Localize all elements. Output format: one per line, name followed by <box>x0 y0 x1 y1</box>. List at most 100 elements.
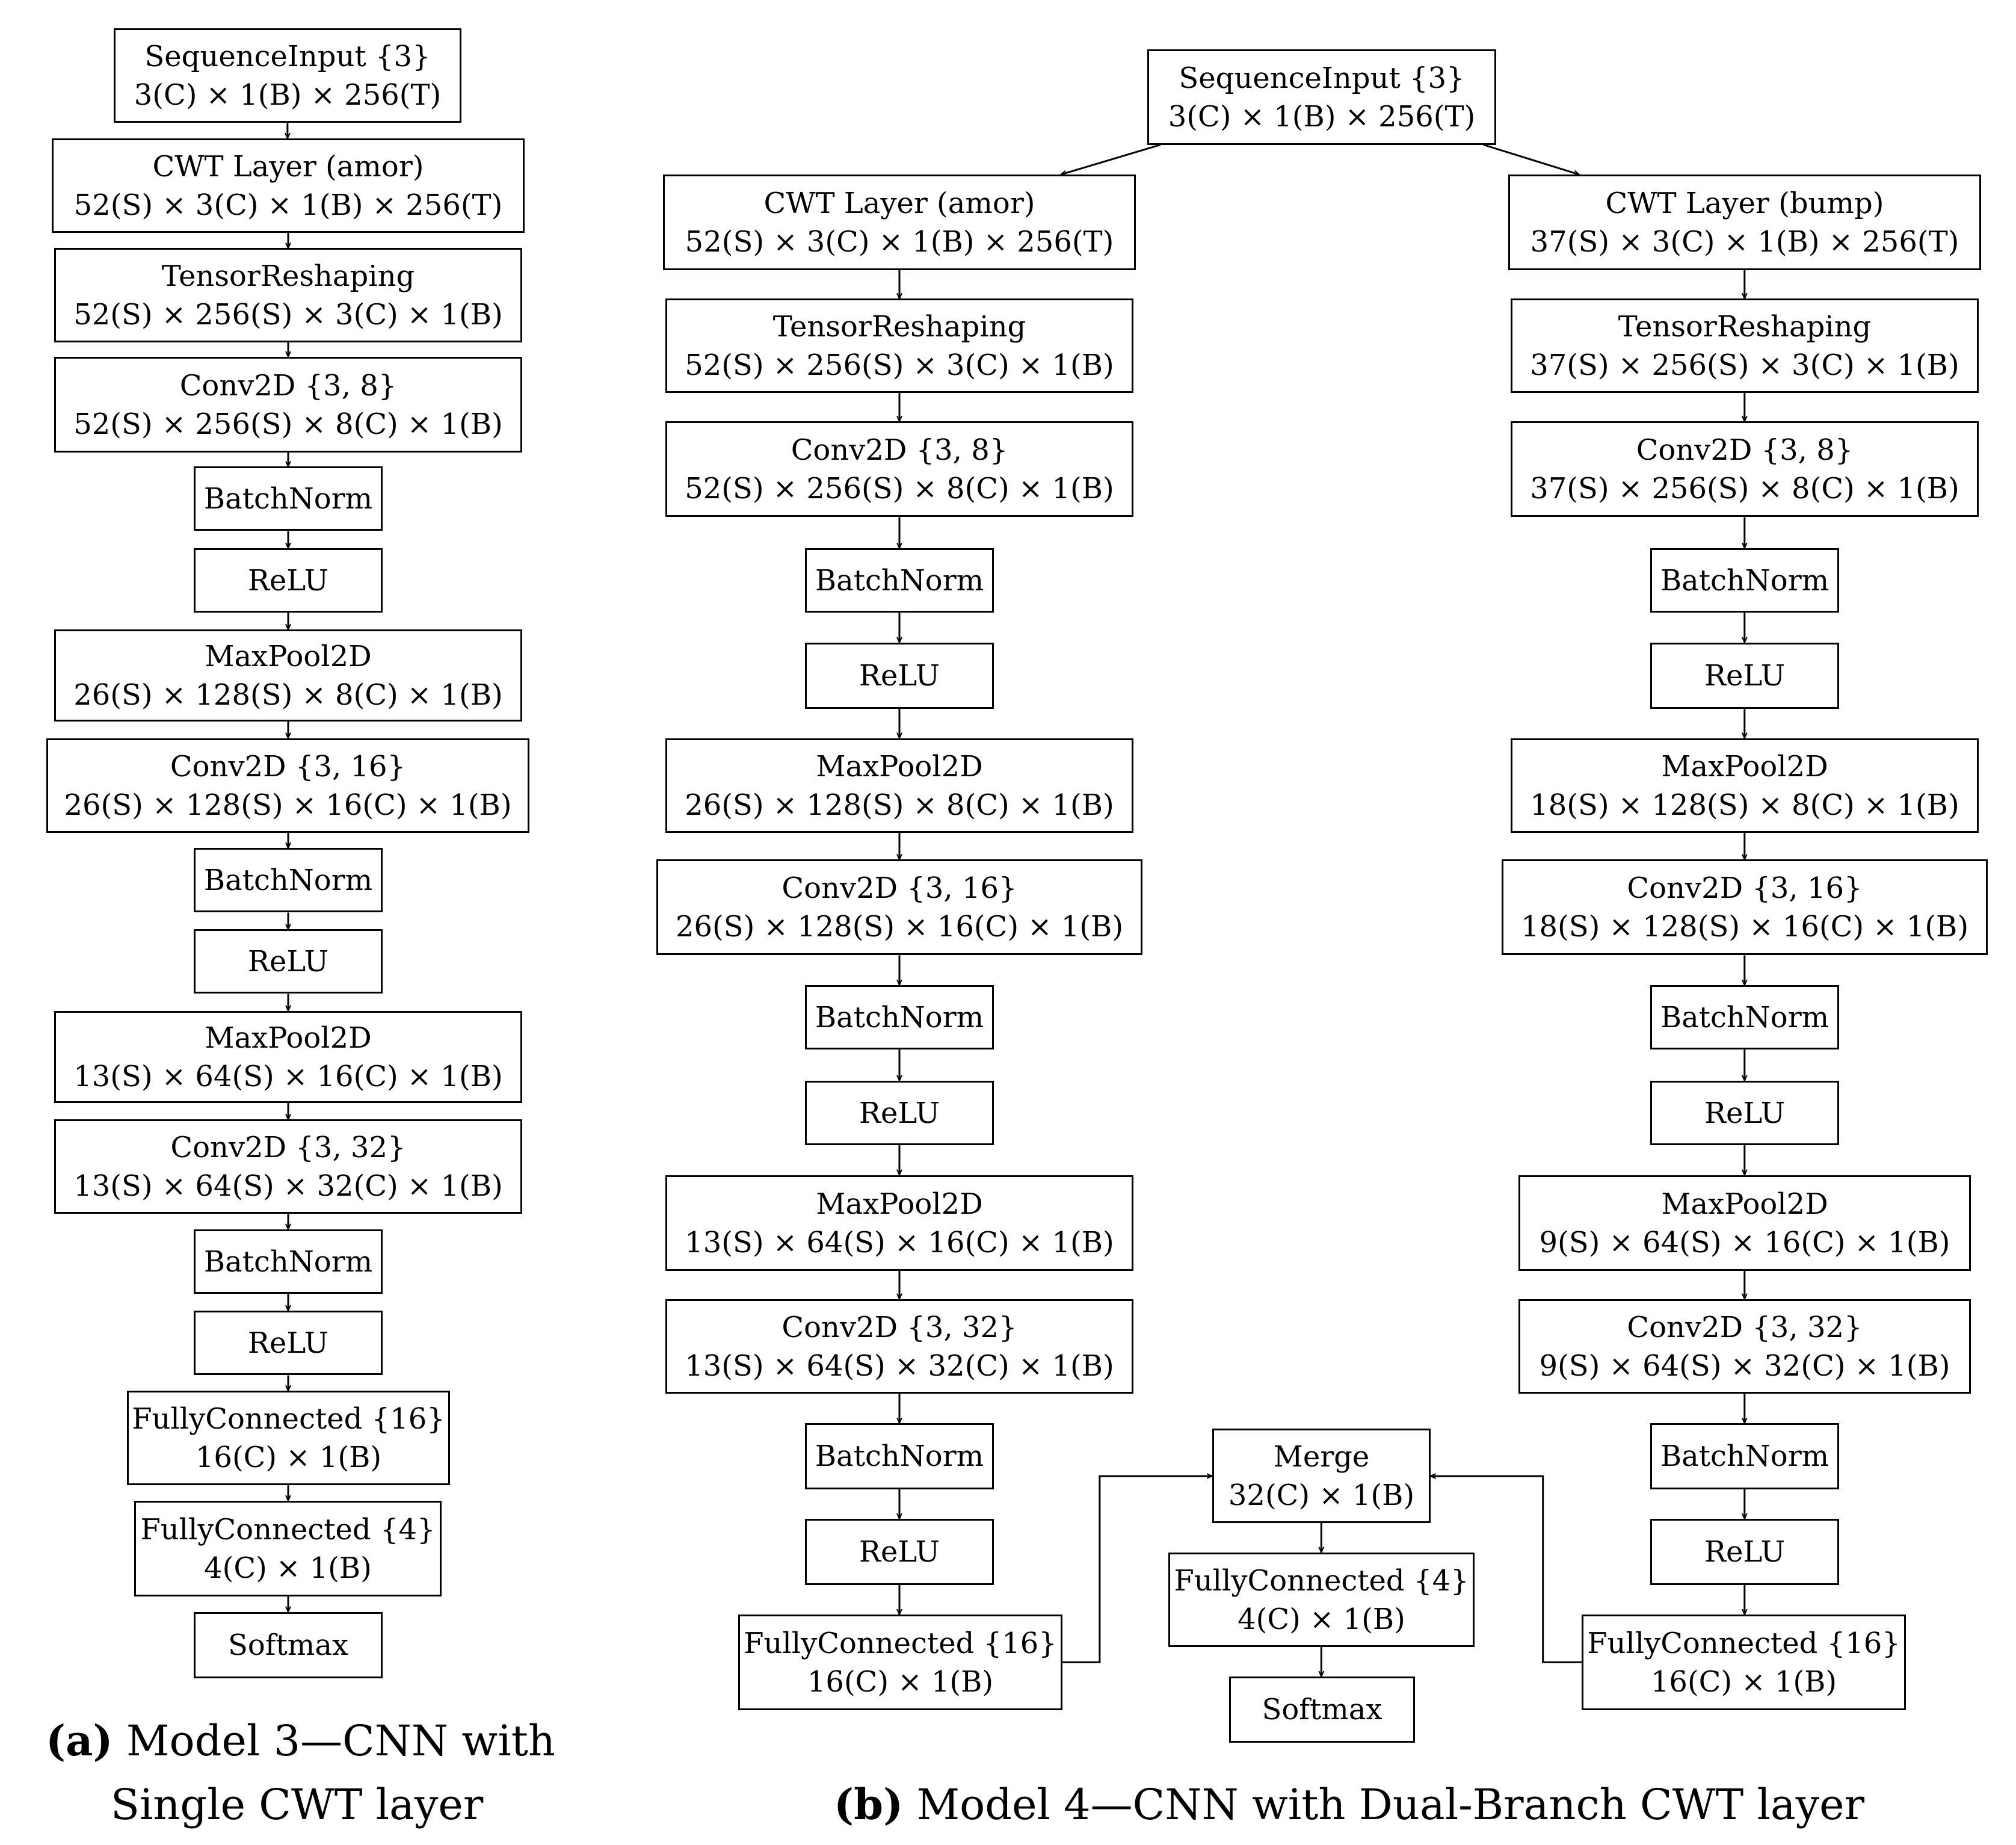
node-shape: 3(C) × 1(B) × 256(T) <box>1168 99 1476 134</box>
node-title: ReLU <box>247 563 329 598</box>
b-left-tensorreshaping-node: TensorReshaping 52(S) × 256(S) × 3(C) × 1… <box>665 298 1133 393</box>
a-fullyconnected-4-node: FullyConnected {4} 4(C) × 1(B) <box>134 1501 442 1596</box>
b-right-conv2d-3-8-node: Conv2D {3, 8}37(S) × 256(S) × 8(C) × 1(B… <box>1511 421 1979 517</box>
node-title: Conv2D {3, 8} <box>1636 433 1854 467</box>
node-title: BatchNorm <box>1660 1000 1830 1034</box>
b-merge-arrow-right <box>1431 1476 1582 1663</box>
node-shape: 26(S) × 128(S) × 16(C) × 1(B) <box>675 909 1124 944</box>
node-title: Conv2D {3, 32} <box>170 1130 406 1164</box>
node-shape: 16(C) × 1(B) <box>1650 1664 1837 1699</box>
b-right-conv2d-3-32-node: Conv2D {3, 32} 9(S) × 64(S) × 32(C) × 1(B… <box>1518 1299 1971 1394</box>
a-batchnorm-node: BatchNorm <box>194 1229 383 1294</box>
a-relu-node: ReLU <box>194 1311 383 1375</box>
node-shape: 37(S) × 3(C) × 1(B) × 256(T) <box>1530 224 1959 259</box>
node-title: ReLU <box>858 659 940 693</box>
node-shape: 13(S) × 64(S) × 16(C) × 1(B) <box>73 1059 503 1093</box>
node-shape: 9(S) × 64(S) × 32(C) × 1(B) <box>1539 1349 1950 1383</box>
node-title: ReLU <box>1704 1096 1786 1130</box>
b-right-batchnorm-node: BatchNorm <box>1650 548 1839 613</box>
node-title: BatchNorm <box>203 863 373 897</box>
node-shape: 13(S) × 64(S) × 32(C) × 1(B) <box>73 1169 503 1203</box>
node-shape: 52(S) × 3(C) × 1(B) × 256(T) <box>685 224 1114 259</box>
node-title: Conv2D {3, 32} <box>781 1310 1017 1344</box>
node-shape: 52(S) × 256(S) × 3(C) × 1(B) <box>73 297 503 332</box>
b-left-relu-node: ReLU <box>805 1519 994 1585</box>
node-shape: 37(S) × 256(S) × 3(C) × 1(B) <box>1530 348 1959 382</box>
b-right-conv2d-3-16-node: Conv2D {3, 16}18(S) × 128(S) × 16(C) × 1… <box>1502 859 1988 955</box>
node-title: MaxPool2D <box>1661 749 1828 783</box>
node-title: BatchNorm <box>1660 1439 1830 1473</box>
node-title: TensorReshaping <box>772 309 1026 344</box>
b-left-batchnorm-node: BatchNorm <box>805 985 994 1049</box>
b-left-conv2d-3-8-node: Conv2D {3, 8} 52(S) × 256(S) × 8(C) × 1(B… <box>665 421 1133 517</box>
a-conv2d-3-32-node: Conv2D {3, 32} 13(S) × 64(S) × 32(C) × 1(… <box>54 1119 522 1214</box>
node-shape: 16(C) × 1(B) <box>195 1440 382 1474</box>
node-title: CWT Layer (amor) <box>152 149 424 184</box>
b-sequenceinput-3-node: SequenceInput {3}3(C) × 1(B) × 256(T) <box>1147 49 1496 145</box>
b-left-conv2d-3-32-node: Conv2D {3, 32}13(S) × 64(S) × 32(C) × 1(… <box>665 1299 1133 1394</box>
a-maxpool2d-node: MaxPool2D 13(S) × 64(S) × 16(C) × 1(B) <box>54 1011 522 1103</box>
b-right-fullyconnected-16-node: FullyConnected {16} 16(C) × 1(B) <box>1582 1615 1906 1710</box>
caption-b-text: Model 4—CNN with Dual-Branch CWT layer <box>916 1780 1864 1829</box>
node-title: Softmax <box>227 1628 349 1662</box>
b-left-relu-node: ReLU <box>805 1081 994 1145</box>
node-title: BatchNorm <box>203 1244 373 1279</box>
node-title: ReLU <box>858 1096 940 1130</box>
node-title: ReLU <box>858 1535 940 1569</box>
b-split-arrow-left <box>1061 144 1161 175</box>
a-tensorreshaping-node: TensorReshaping 52(S) × 256(S) × 3(C) × 1… <box>54 248 522 342</box>
b-right-batchnorm-node: BatchNorm <box>1650 985 1839 1049</box>
node-title: Conv2D {3, 8} <box>791 433 1008 467</box>
a-batchnorm-node: BatchNorm <box>194 466 383 531</box>
node-title: FullyConnected {4} <box>1174 1563 1469 1598</box>
node-shape: 52(S) × 256(S) × 3(C) × 1(B) <box>685 348 1114 382</box>
node-title: FullyConnected {16} <box>1587 1626 1900 1660</box>
b-split-arrow-right <box>1483 144 1579 175</box>
node-shape: 3(C) × 1(B) × 256(T) <box>134 78 442 112</box>
node-title: MaxPool2D <box>816 1187 983 1221</box>
node-title: TensorReshaping <box>161 259 415 293</box>
b-right-relu-node: ReLU <box>1650 1519 1839 1585</box>
a-maxpool2d-node: MaxPool2D 26(S) × 128(S) × 8(C) × 1(B) <box>54 629 522 722</box>
b-right-cwt-layer-bump-node: CWT Layer (bump)37(S) × 3(C) × 1(B) × 25… <box>1508 175 1981 270</box>
caption-a-tag: (a) <box>46 1716 113 1766</box>
a-softmax-node: Softmax <box>194 1612 383 1678</box>
node-title: BatchNorm <box>815 563 984 598</box>
node-shape: 4(C) × 1(B) <box>204 1551 372 1585</box>
node-shape: 52(S) × 256(S) × 8(C) × 1(B) <box>685 471 1114 505</box>
node-title: Softmax <box>1262 1693 1383 1726</box>
node-title: SequenceInput {3} <box>144 39 431 73</box>
a-sequenceinput-3-node: SequenceInput {3} 3(C) × 1(B) × 256(T) <box>114 28 461 123</box>
a-cwt-layer-amor-node: CWT Layer (amor)52(S) × 3(C) × 1(B) × 25… <box>52 138 525 233</box>
a-relu-node: ReLU <box>194 548 383 613</box>
node-title: Conv2D {3, 16} <box>781 871 1017 905</box>
b-left-fullyconnected-16-node: FullyConnected {16}16(C) × 1(B) <box>738 1615 1062 1710</box>
node-title: Merge <box>1273 1439 1370 1474</box>
b-left-batchnorm-node: BatchNorm <box>805 1423 994 1489</box>
b-right-maxpool2d-node: MaxPool2D 18(S) × 128(S) × 8(C) × 1(B) <box>1511 738 1979 833</box>
node-title: FullyConnected {4} <box>140 1512 436 1547</box>
node-title: MaxPool2D <box>205 1021 372 1055</box>
node-title: ReLU <box>1704 1535 1786 1569</box>
node-title: MaxPool2D <box>205 639 372 673</box>
node-title: ReLU <box>247 1326 329 1360</box>
b-head-softmax-node: Softmax <box>1229 1677 1415 1743</box>
node-title: FullyConnected {16} <box>744 1626 1057 1660</box>
caption-a-line2: Single CWT layer <box>111 1780 484 1829</box>
node-shape: 26(S) × 128(S) × 8(C) × 1(B) <box>73 678 503 712</box>
caption-b-tag: (b) <box>834 1779 904 1829</box>
b-left-relu-node: ReLU <box>805 643 994 709</box>
a-batchnorm-node: BatchNorm <box>194 848 383 912</box>
node-shape: 18(S) × 128(S) × 8(C) × 1(B) <box>1530 788 1959 822</box>
node-title: Conv2D {3, 8} <box>179 368 397 403</box>
a-conv2d-3-8-node: Conv2D {3, 8}52(S) × 256(S) × 8(C) × 1(B… <box>54 357 522 453</box>
b-right-batchnorm-node: BatchNorm <box>1650 1423 1839 1489</box>
b-merge-arrow-left <box>1062 1476 1212 1663</box>
node-title: Conv2D {3, 32} <box>1627 1310 1863 1344</box>
caption-a-line1: Model 3—CNN with <box>126 1716 555 1766</box>
a-relu-node: ReLU <box>194 929 383 994</box>
